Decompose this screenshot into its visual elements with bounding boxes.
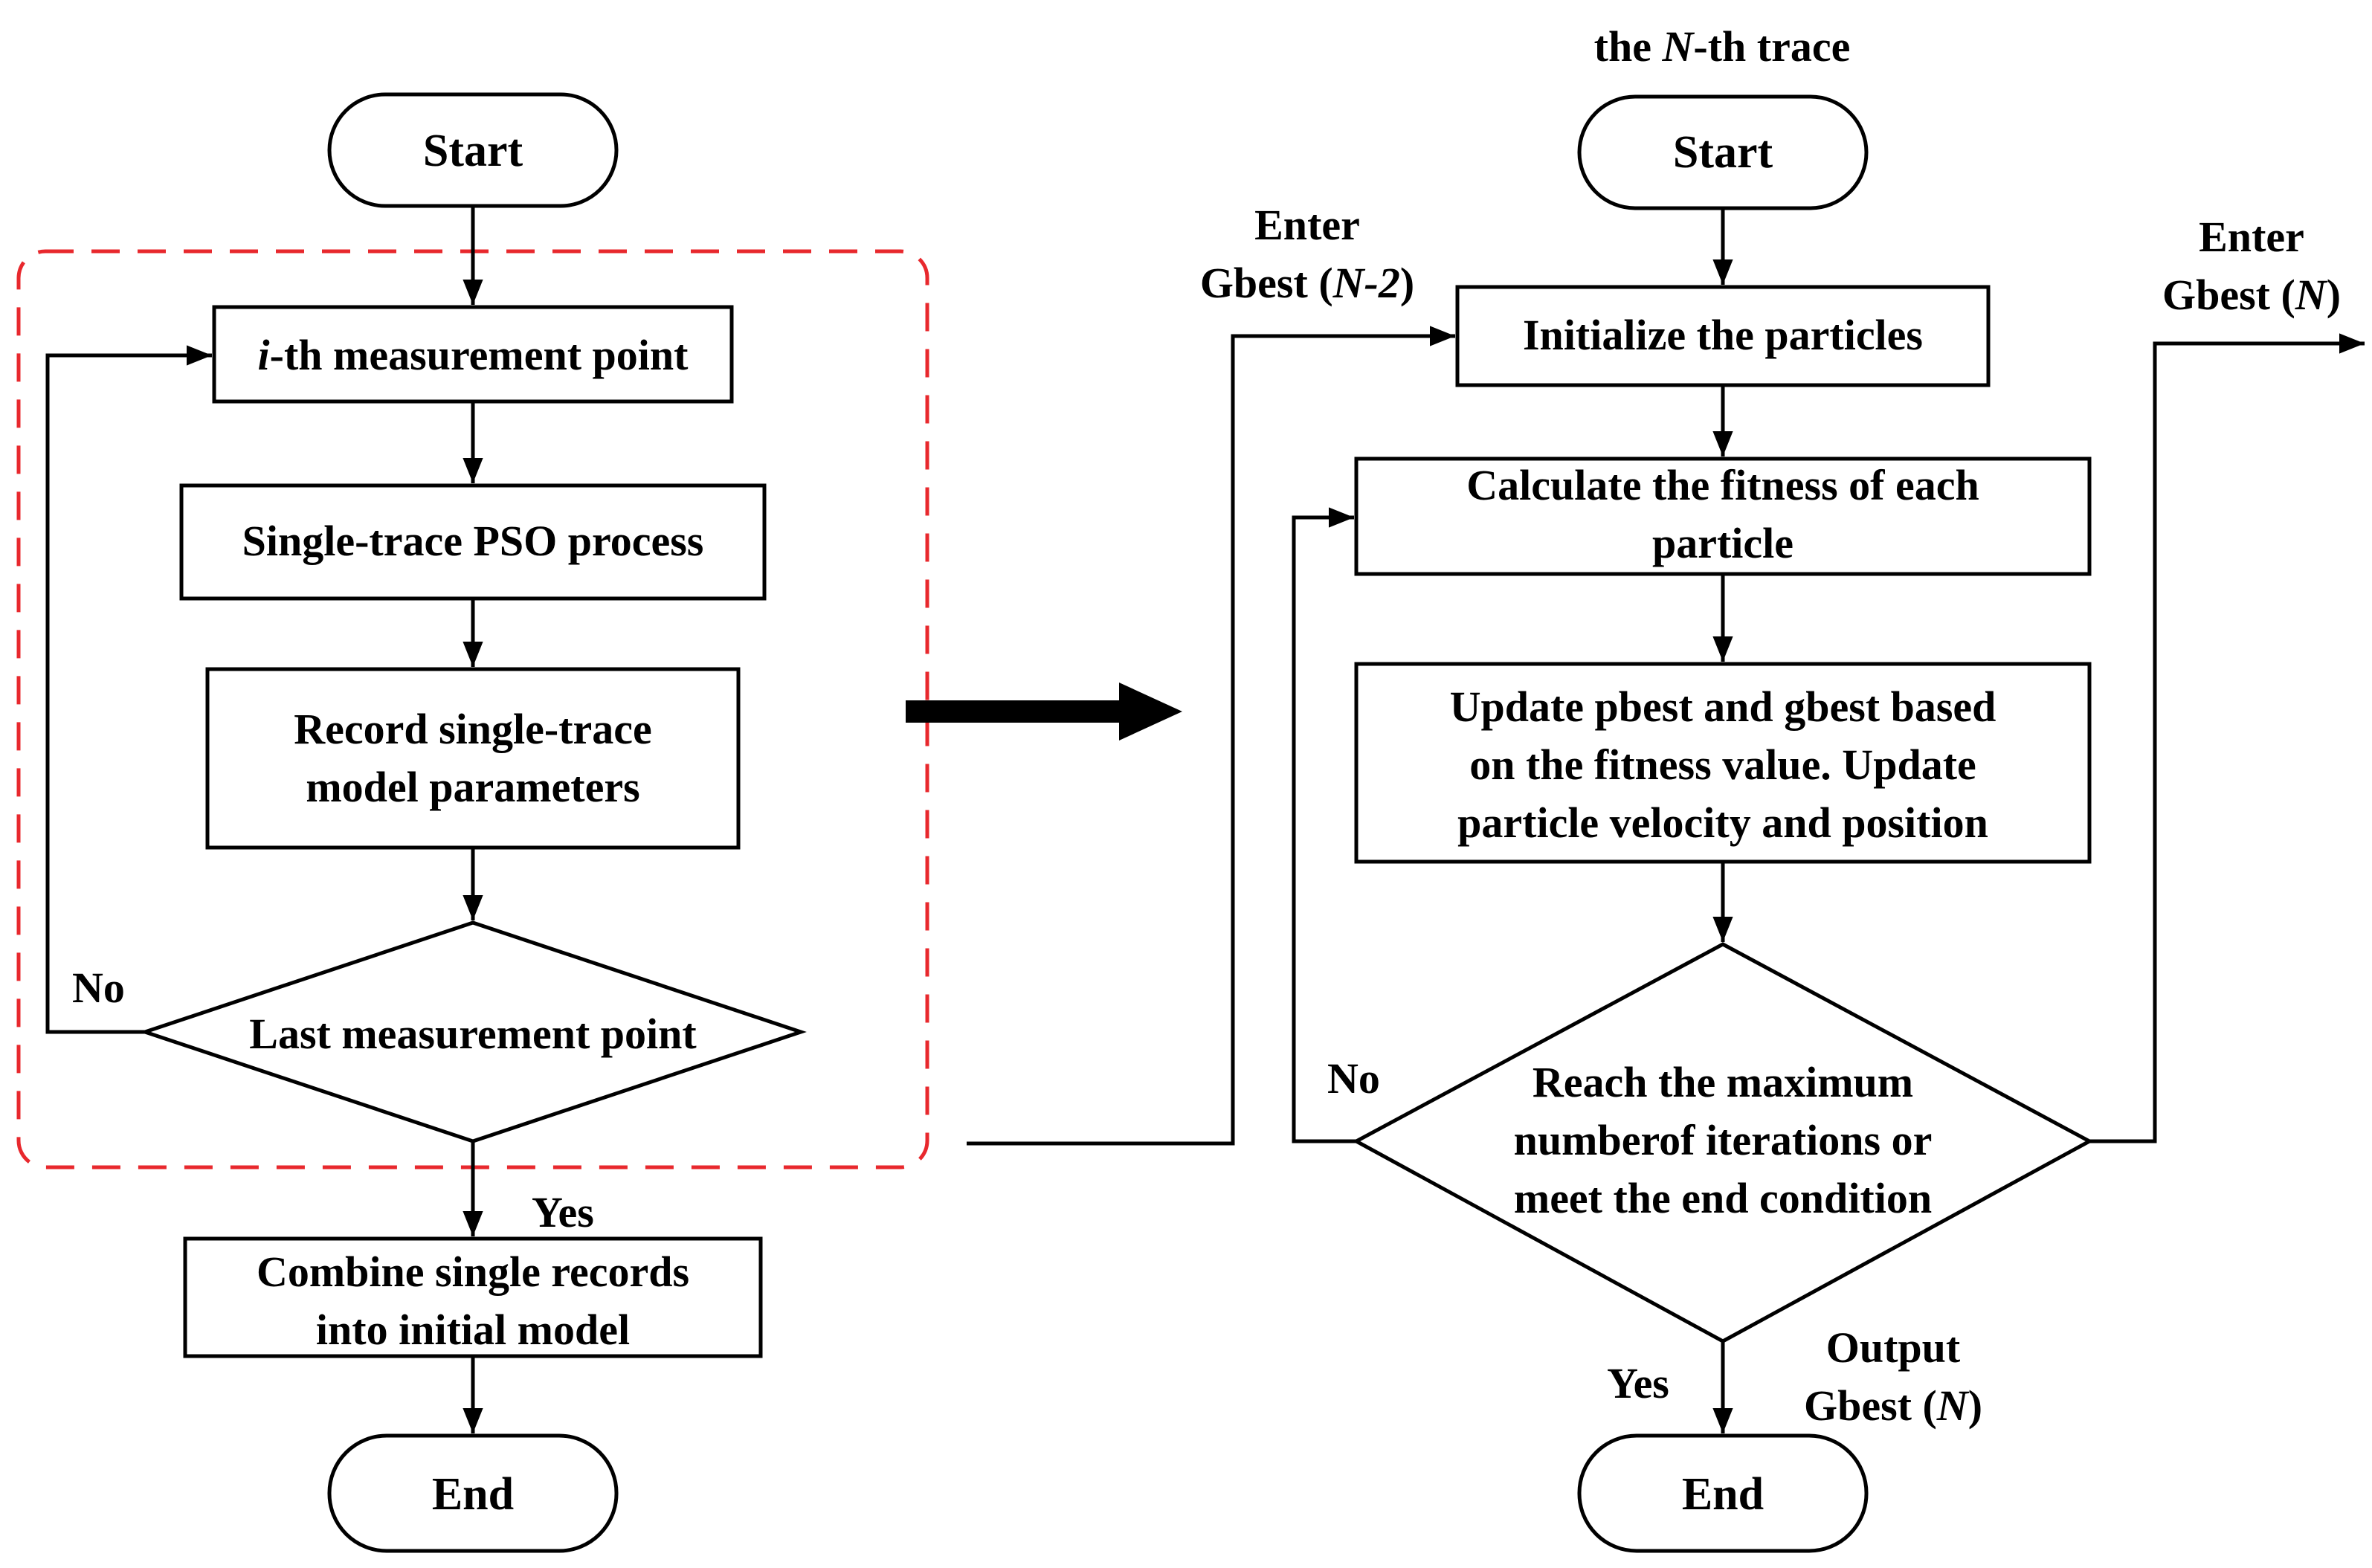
- arrow-enter-gbest-out: [2089, 333, 2365, 1143]
- right-flowchart: the N-th trace Start Enter Gbest (N-2) I…: [1200, 22, 2365, 1553]
- trace-title-prefix: the: [1594, 22, 1663, 71]
- measurement-point-box: i-th measurement point: [212, 305, 734, 404]
- update-line-1: Update pbest and gbest based: [1450, 683, 1996, 731]
- right-start-label: Start: [1673, 127, 1773, 178]
- record-parameters-box: Record single-trace model parameters: [205, 667, 741, 850]
- output-gbest-var: N: [1936, 1381, 1970, 1430]
- decision-line-1: Reach the maximum: [1533, 1058, 1913, 1106]
- decision-line-2: numberof iterations or: [1514, 1116, 1933, 1164]
- enter-gbest-out-line2: Gbest (N): [2162, 271, 2341, 319]
- left-yes-label: Yes: [532, 1188, 594, 1236]
- combine-line-2: into initial model: [316, 1306, 630, 1354]
- fitness-line-2: particle: [1652, 519, 1793, 567]
- pso-process-label: Single-trace PSO process: [242, 517, 704, 565]
- enter-gbest-in-var: N-2: [1332, 259, 1400, 307]
- trace-title-var: N: [1662, 22, 1695, 71]
- right-no-label: No: [1327, 1054, 1380, 1103]
- enter-gbest-in-line1: Enter: [1254, 201, 1360, 249]
- enter-gbest-in-line2: Gbest (N-2): [1200, 259, 1414, 307]
- enter-gbest-out-var: N: [2295, 271, 2328, 319]
- output-gbest-suffix: ): [1968, 1381, 1982, 1430]
- update-line-2: on the fitness value. Update: [1469, 741, 1976, 789]
- enter-gbest-in-prefix: Gbest (: [1200, 259, 1333, 307]
- trace-title-suffix: -th trace: [1693, 22, 1850, 71]
- fitness-line-1: Calculate the fitness of each: [1466, 461, 1979, 509]
- decision-line-3: meet the end condition: [1514, 1174, 1932, 1222]
- left-flowchart: Start i-th measurement point Single-trac…: [16, 92, 929, 1553]
- right-end-terminator: End: [1577, 1433, 1869, 1553]
- left-start-label: Start: [423, 126, 523, 176]
- enter-gbest-out-line1: Enter: [2199, 213, 2304, 261]
- transition-arrow: [906, 683, 1182, 741]
- left-end-label: End: [432, 1469, 514, 1520]
- record-line-1: Record single-trace: [294, 705, 652, 753]
- pso-process-box: Single-trace PSO process: [179, 483, 767, 601]
- update-line-3: particle velocity and position: [1457, 798, 1988, 847]
- arrow-no-loop-right: [1292, 507, 1356, 1143]
- update-box: Update pbest and gbest based on the fitn…: [1354, 662, 2092, 864]
- left-no-label: No: [72, 964, 125, 1012]
- enter-gbest-out-suffix: ): [2327, 271, 2341, 319]
- initialize-box: Initialize the particles: [1455, 285, 1991, 387]
- left-start-terminator: Start: [327, 92, 619, 208]
- fitness-box: Calculate the fitness of each particle: [1354, 456, 2092, 576]
- combine-line-1: Combine single records: [257, 1248, 689, 1296]
- measurement-point-var: i: [258, 331, 270, 379]
- record-line-2: model parameters: [306, 763, 639, 811]
- right-end-label: End: [1682, 1469, 1764, 1520]
- output-gbest-prefix: Gbest (: [1804, 1381, 1937, 1430]
- output-gbest-line2: Gbest (N): [1804, 1381, 1982, 1430]
- left-end-terminator: End: [327, 1433, 619, 1553]
- last-point-label: Last measurement point: [249, 1010, 697, 1058]
- enter-gbest-out-prefix: Gbest (: [2162, 271, 2295, 319]
- output-gbest-line1: Output: [1826, 1323, 1961, 1372]
- last-point-decision: Last measurement point: [139, 920, 807, 1143]
- end-condition-decision: Reach the maximum numberof iterations or…: [1352, 942, 2094, 1343]
- right-start-terminator: Start: [1577, 94, 1869, 210]
- enter-gbest-in-suffix: ): [1400, 259, 1414, 307]
- measurement-point-text: -th measurement point: [270, 331, 689, 379]
- trace-title: the N-th trace: [1594, 22, 1851, 71]
- initialize-label: Initialize the particles: [1523, 311, 1923, 359]
- arrow-enter-gbest-in: [967, 326, 1455, 1146]
- arrow-no-loop: [45, 345, 212, 1034]
- right-yes-label: Yes: [1607, 1359, 1669, 1407]
- measurement-point-label: i-th measurement point: [258, 331, 689, 379]
- combine-records-box: Combine single records into initial mode…: [183, 1236, 763, 1358]
